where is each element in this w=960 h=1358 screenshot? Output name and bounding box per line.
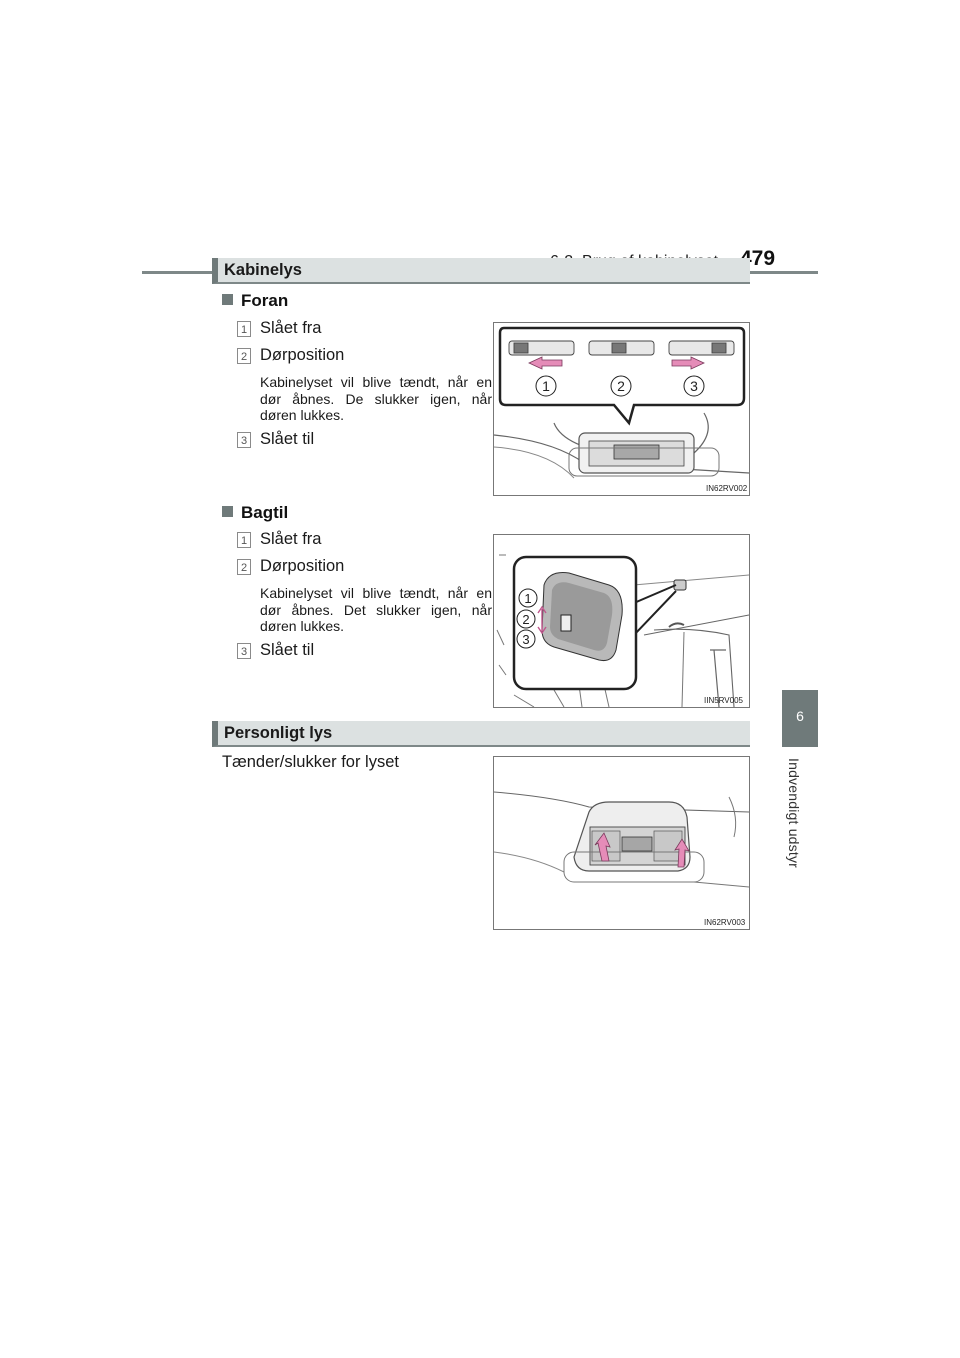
item-number: 3 [237,643,251,659]
item-label: Slået fra [260,530,322,548]
switch-arrow-icon [537,605,547,635]
subheading-rear: Bagtil [222,503,288,523]
item-number: 1 [237,321,251,337]
item-number: 2 [237,348,251,364]
push-arrow-icon [674,838,690,868]
svg-text:1: 1 [542,378,550,394]
personal-light-description: Tænder/slukker for lyset [222,753,399,771]
figure-code: IN62RV002 [706,484,748,493]
item-number: 1 [237,532,251,548]
item-label: Dørposition [260,557,345,575]
svg-text:3: 3 [522,632,529,647]
section-bar-cabin-light: Kabinelys [212,258,750,284]
push-arrow-icon [594,832,611,862]
item-label: Dørposition [260,346,345,364]
square-bullet-icon [222,506,233,517]
subheading-text: Bagtil [241,503,289,522]
item-description: Kabinelyset vil blive tændt, når en dør … [260,374,492,423]
section-title: Kabinelys [224,261,302,279]
chapter-tab [782,690,818,747]
figure-rear-cabin-light: 1 2 3 IIN5RV005 [493,534,750,708]
chapter-number: 6 [796,708,804,724]
figure-front-cabin-light: 1 2 3 IN62RV002 [493,322,750,496]
item-label: Slået til [260,430,315,448]
switch-arrow-icon [528,356,563,370]
svg-text:3: 3 [690,378,698,394]
item-number: 2 [237,559,251,575]
item-number: 3 [237,432,251,448]
square-bullet-icon [222,294,233,305]
figure-personal-light: IN62RV003 [493,756,750,930]
section-title: Personligt lys [224,724,333,742]
subheading-text: Foran [241,291,289,310]
svg-text:2: 2 [522,612,529,627]
figure-code: IN62RV003 [704,918,746,927]
item-description: Kabinelyset vil blive tændt, når en dør … [260,585,492,634]
figure-code: IIN5RV005 [704,696,744,705]
item-label: Slået til [260,641,315,659]
subheading-front: Foran [222,291,288,311]
svg-text:1: 1 [524,591,531,606]
item-label: Slået fra [260,319,322,337]
chapter-title: Indvendigt udstyr [786,758,802,869]
switch-arrow-icon [671,356,705,370]
section-bar-personal-light: Personligt lys [212,721,750,747]
svg-text:2: 2 [617,378,625,394]
